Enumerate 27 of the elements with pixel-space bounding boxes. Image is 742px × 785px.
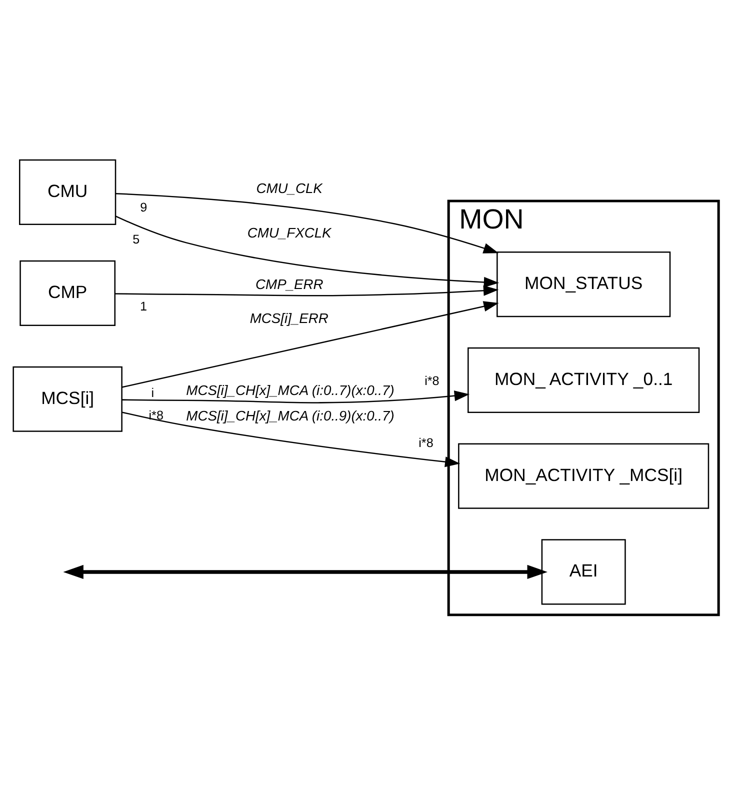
arrow [122, 390, 470, 404]
arrow [115, 216, 500, 288]
label: i*8 [148, 408, 164, 422]
label: 5 [132, 232, 140, 246]
label: 1 [140, 300, 148, 314]
label: i*8 [424, 374, 440, 388]
node-box: MON_ ACTIVITY _0..1 [468, 347, 700, 413]
edge-label: MCS[i]_CH[x]_MCA (i:0..7)(x:0..7) [186, 382, 394, 398]
edge-label: CMU_CLK [256, 180, 322, 196]
label: i*8 [418, 436, 434, 450]
arrow [115, 285, 499, 296]
edge-label: MCS[i]_ERR [250, 310, 328, 326]
label: 9 [140, 200, 148, 214]
arrow [122, 412, 460, 468]
node-box: MON_STATUS [496, 252, 671, 318]
node-box: MCS[i] [12, 366, 122, 432]
edge-label: CMP_ERR [256, 276, 324, 292]
arrow [116, 192, 499, 254]
arrow [122, 301, 499, 388]
node-box: MON_ACTIVITY _MCS[i] [458, 443, 710, 509]
edge-label: CMU_FXCLK [247, 224, 332, 240]
node-box: AEI [541, 539, 626, 605]
arrow [63, 564, 548, 580]
edge-label: MCS[i]_CH[x]_MCA (i:0..9)(x:0..7) [186, 407, 394, 424]
node-box: CMU [19, 159, 116, 226]
label: i [151, 386, 154, 400]
node-box: CMP [20, 260, 116, 326]
